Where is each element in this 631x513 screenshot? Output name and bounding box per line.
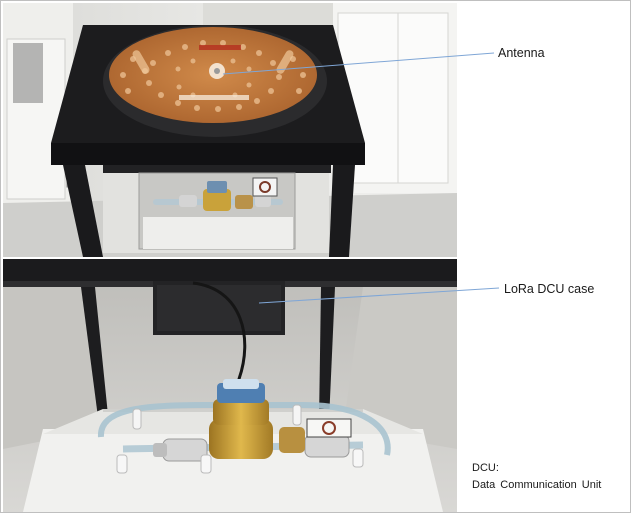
dcu-abbreviation: DCU: [472,462,499,474]
antenna-label: Antenna [498,46,545,60]
dcu-definition: Data Communication Unit [472,479,602,491]
antenna-cabinet-photo [3,3,457,257]
dcu-case-label: LoRa DCU case [504,282,595,296]
dcu-case-photo [3,259,457,512]
